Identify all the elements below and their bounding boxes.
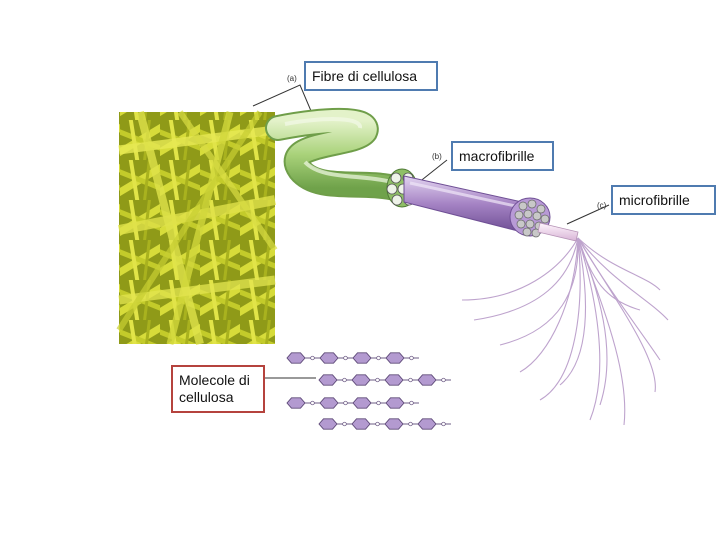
glucose-ring bbox=[417, 418, 437, 430]
glucose-ring bbox=[417, 374, 437, 386]
oxygen-atom bbox=[343, 355, 348, 361]
glucose-ring bbox=[351, 418, 371, 430]
letter-c: (c) bbox=[597, 201, 607, 210]
oxygen-atom bbox=[409, 355, 414, 361]
glucose-ring bbox=[286, 397, 306, 409]
oxygen-atom bbox=[310, 355, 315, 361]
oxygen-atom bbox=[343, 400, 348, 406]
glucose-ring bbox=[384, 418, 404, 430]
purple-macrofibril bbox=[403, 175, 551, 238]
oxygen-atom bbox=[441, 421, 446, 427]
glucose-ring bbox=[351, 374, 371, 386]
fiber-micrograph bbox=[116, 110, 278, 346]
label-microfibrille: microfibrille bbox=[611, 185, 716, 215]
glucose-ring bbox=[318, 418, 338, 430]
glucose-ring bbox=[286, 352, 306, 364]
label-fibre-di-cellulosa: Fibre di cellulosa bbox=[304, 61, 438, 91]
label-macrofibrille: macrofibrille bbox=[451, 141, 554, 171]
oxygen-atom bbox=[310, 400, 315, 406]
oxygen-atom bbox=[408, 377, 413, 383]
glucose-ring bbox=[318, 374, 338, 386]
leader-lines bbox=[252, 84, 610, 379]
oxygen-atom bbox=[375, 377, 380, 383]
oxygen-atom bbox=[342, 421, 347, 427]
oxygen-atom bbox=[342, 377, 347, 383]
cellulose-molecules bbox=[286, 352, 451, 430]
glucose-ring bbox=[352, 397, 372, 409]
green-fiber bbox=[265, 107, 408, 201]
oxygen-atom bbox=[441, 377, 446, 383]
oxygen-atom bbox=[376, 400, 381, 406]
microfibril bbox=[537, 222, 579, 242]
glucose-ring bbox=[385, 352, 405, 364]
letter-a: (a) bbox=[287, 74, 297, 83]
glucose-ring bbox=[319, 397, 339, 409]
glucose-ring bbox=[384, 374, 404, 386]
glucose-ring bbox=[319, 352, 339, 364]
oxygen-atom bbox=[408, 421, 413, 427]
glucose-ring bbox=[352, 352, 372, 364]
letter-b: (b) bbox=[432, 152, 442, 161]
oxygen-atom bbox=[375, 421, 380, 427]
oxygen-atom bbox=[376, 355, 381, 361]
glucose-ring bbox=[385, 397, 405, 409]
oxygen-atom bbox=[409, 400, 414, 406]
label-molecole-di-cellulosa: Molecole di cellulosa bbox=[171, 365, 265, 413]
fanning-strands bbox=[461, 237, 669, 426]
